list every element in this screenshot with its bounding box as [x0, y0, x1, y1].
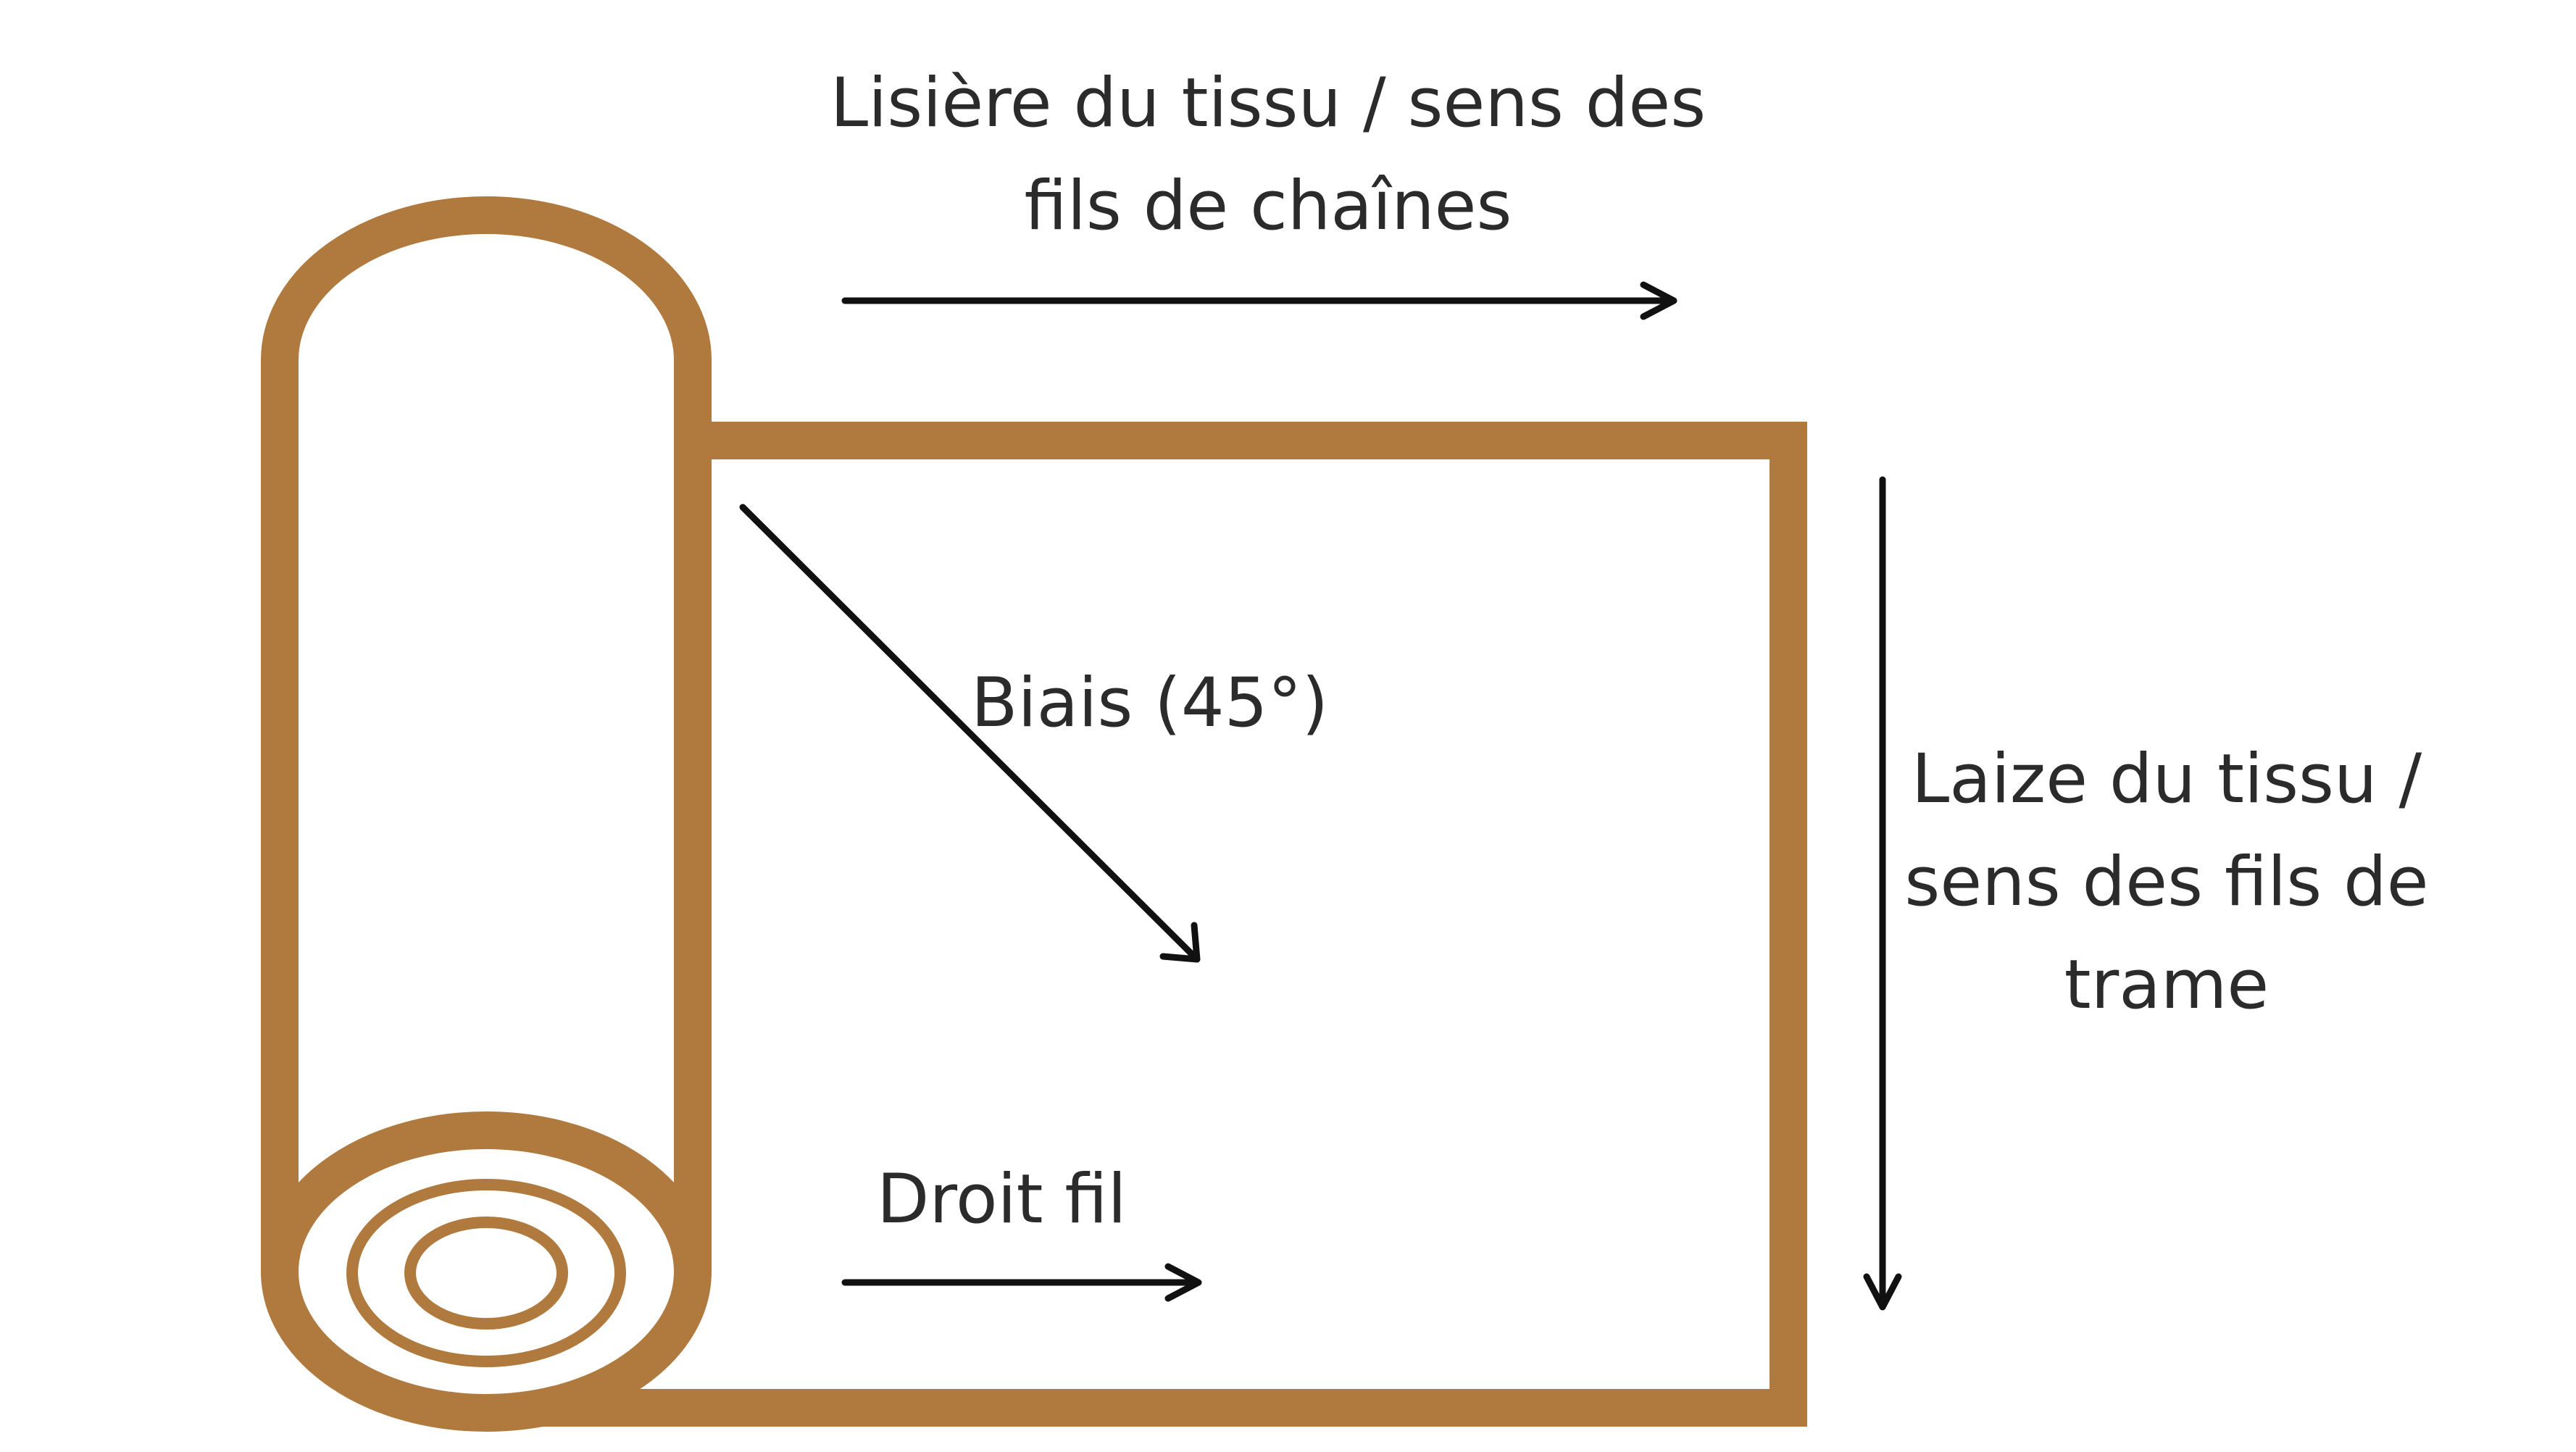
label-biais: Biais (45°)	[971, 664, 1329, 743]
fabric-roll-ring-outer	[346, 1179, 626, 1367]
label-droit-fil: Droit fil	[877, 1160, 1127, 1239]
arrow-lisiere	[841, 281, 1677, 320]
label-lisiere-line-1: Lisière du tissu / sens des	[830, 64, 1706, 143]
fabric-sheet	[471, 422, 1807, 1427]
label-lisiere-line-2: fils de chaînes	[1024, 167, 1512, 246]
label-laize: Laize du tissu / sens des fils de trame	[1855, 728, 2478, 1037]
fabric-roll-body	[261, 196, 712, 1272]
arrow-laize	[1863, 476, 1902, 1311]
label-laize-line-1: Laize du tissu /	[1911, 740, 2422, 819]
fabric-roll-end	[261, 1111, 712, 1432]
arrow-droit-fil	[841, 1263, 1202, 1302]
fabric-roll-ring-inner	[404, 1217, 568, 1330]
label-laize-line-2: sens des fils de	[1904, 843, 2429, 922]
label-laize-line-3: trame	[2064, 946, 2269, 1025]
label-lisiere: Lisière du tissu / sens des fils de chaî…	[754, 52, 1783, 258]
arrow-biais	[739, 504, 1201, 963]
